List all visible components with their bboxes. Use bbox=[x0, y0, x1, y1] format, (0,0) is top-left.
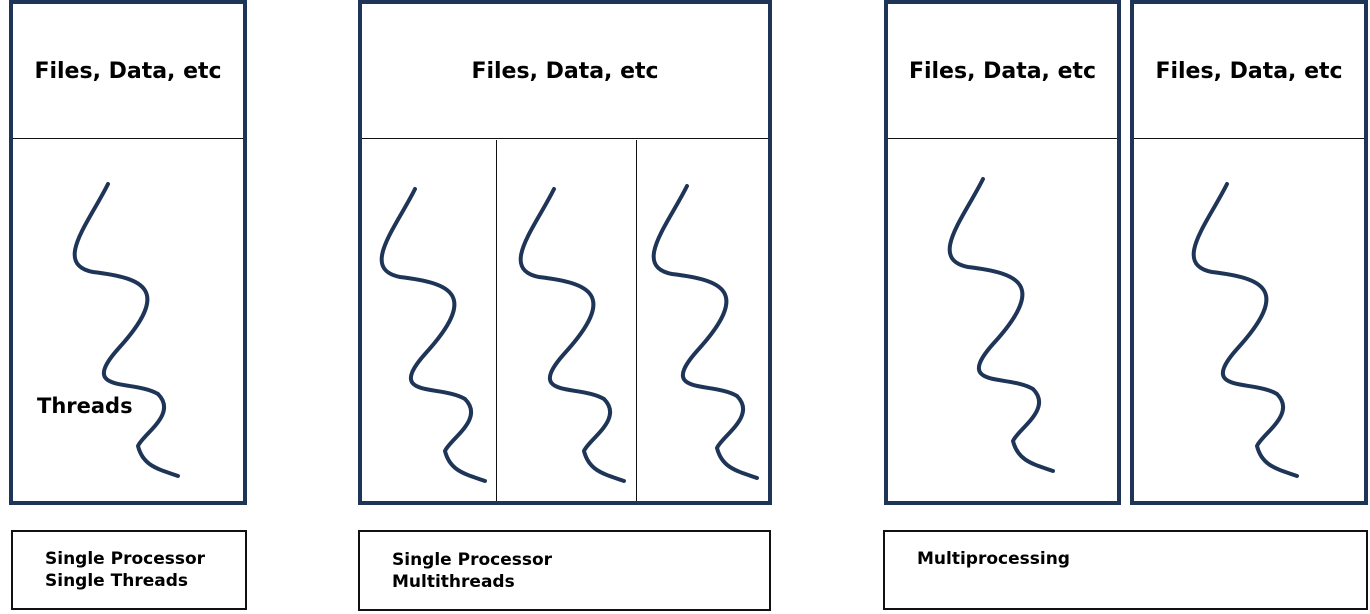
process-header: Files, Data, etc bbox=[1134, 4, 1364, 139]
caption-line: Single Processor bbox=[392, 550, 553, 570]
process-box-multithread: Files, Data, etc bbox=[358, 0, 772, 505]
process-header-text: Files, Data, etc bbox=[908, 58, 1097, 84]
caption-line: Multiprocessing bbox=[917, 549, 1070, 569]
caption-single-thread: Single Processor Single Threads bbox=[11, 530, 247, 610]
process-header-text: Files, Data, etc bbox=[471, 58, 659, 84]
process-header: Files, Data, etc bbox=[888, 4, 1117, 139]
thread-icon bbox=[379, 187, 487, 483]
thread-icon bbox=[518, 187, 626, 483]
thread-icon bbox=[651, 184, 759, 480]
thread-divider bbox=[496, 140, 497, 501]
process-box-multiprocess-2: Files, Data, etc bbox=[1130, 0, 1368, 505]
thread-icon bbox=[1191, 182, 1299, 478]
caption-line: Single Processor bbox=[45, 549, 206, 569]
process-header: Files, Data, etc bbox=[362, 4, 768, 139]
process-header-text: Files, Data, etc bbox=[34, 58, 222, 84]
process-box-single-thread: Files, Data, etc Threads bbox=[9, 0, 247, 505]
threads-label: Threads bbox=[37, 394, 133, 418]
thread-divider bbox=[636, 140, 637, 501]
process-header-text: Files, Data, etc bbox=[1155, 58, 1343, 84]
process-header: Files, Data, etc bbox=[13, 4, 243, 139]
thread-icon bbox=[947, 177, 1055, 473]
process-box-multiprocess-1: Files, Data, etc bbox=[884, 0, 1121, 505]
caption-multiprocessing: Multiprocessing bbox=[883, 530, 1368, 610]
caption-line: Single Threads bbox=[45, 571, 188, 591]
caption-line: Multithreads bbox=[392, 572, 515, 592]
caption-multithread: Single Processor Multithreads bbox=[358, 530, 771, 611]
thread-icon bbox=[72, 182, 180, 478]
